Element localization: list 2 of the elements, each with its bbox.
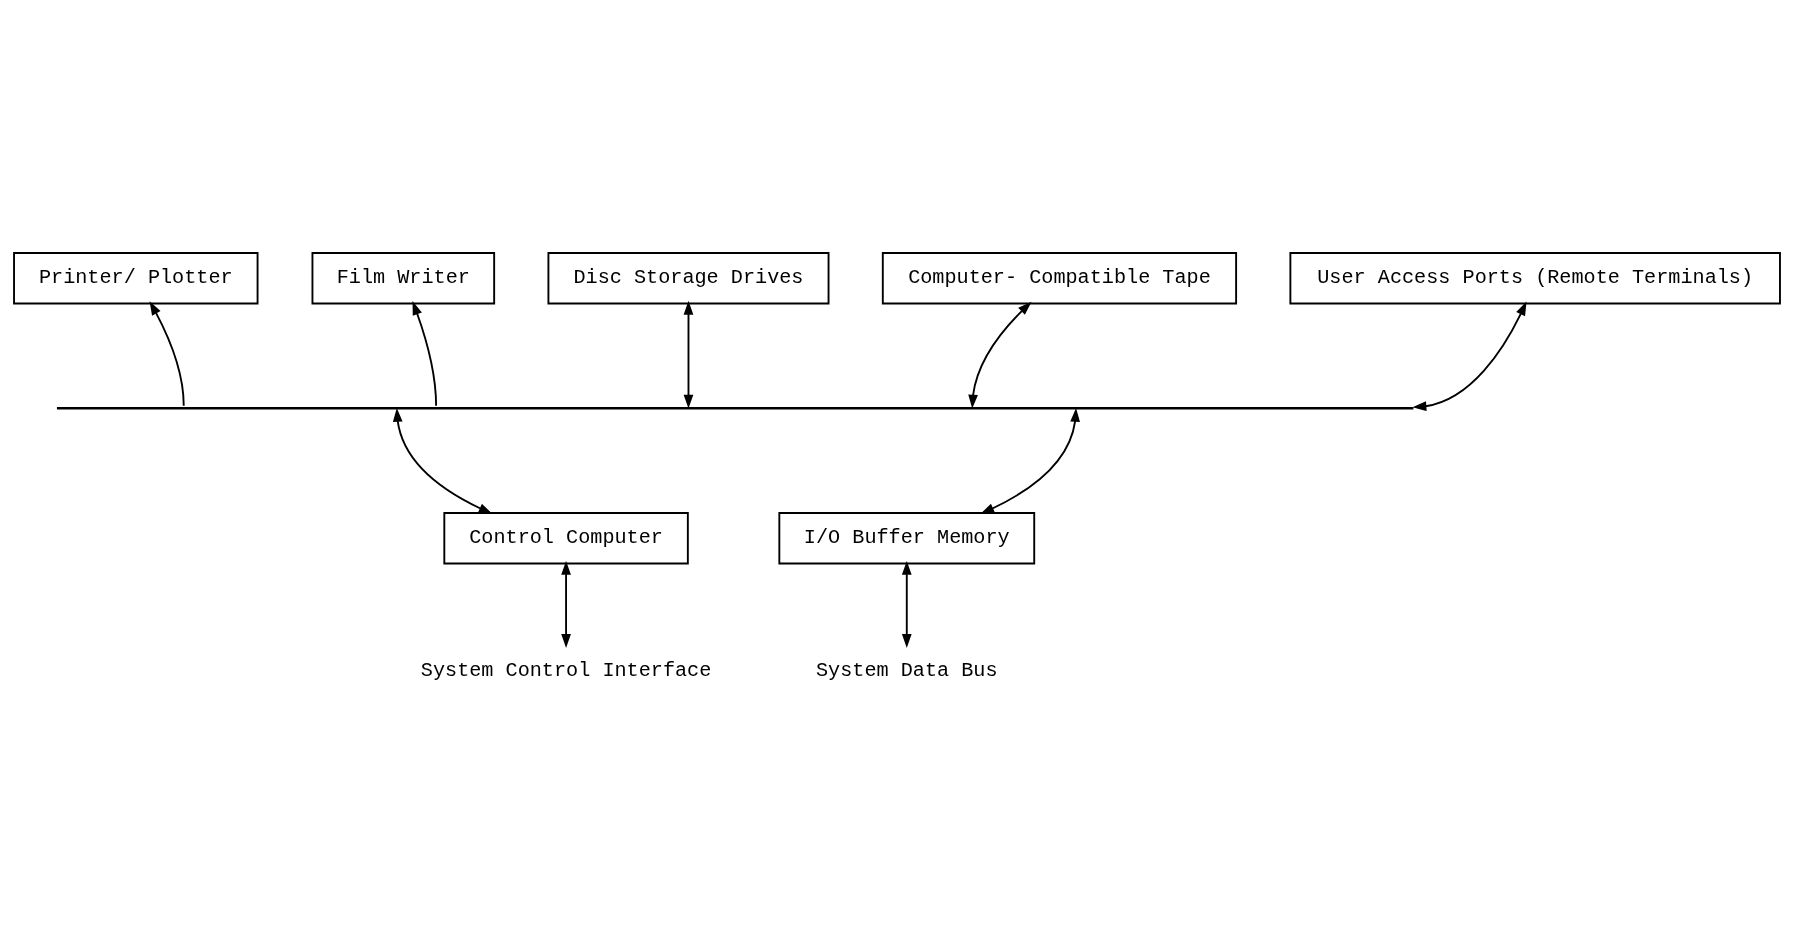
node-text: System Data Bus	[815, 658, 998, 682]
node-text: System Control Interface	[420, 658, 712, 682]
